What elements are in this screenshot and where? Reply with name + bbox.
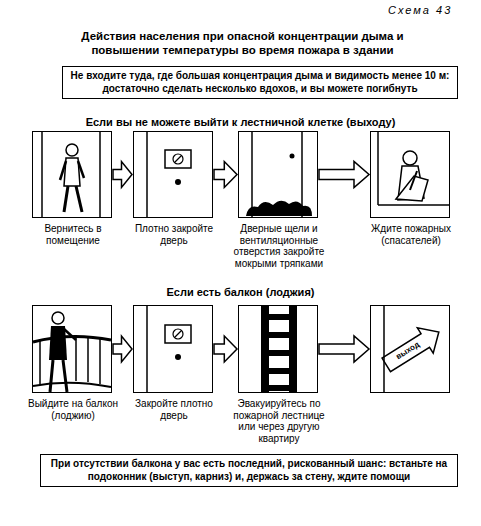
exit-sign-text: выход bbox=[395, 341, 421, 361]
ladder-rung bbox=[261, 332, 297, 338]
door-edge bbox=[383, 306, 385, 392]
door-frame bbox=[99, 131, 101, 217]
scheme-number: Схема 43 bbox=[388, 4, 452, 16]
person-head bbox=[66, 144, 78, 156]
last-chance-box: При отсутствии балкона у вас есть послед… bbox=[40, 454, 458, 487]
ladder-rail bbox=[261, 306, 269, 392]
person-body bbox=[398, 166, 424, 200]
person-on-balcony bbox=[33, 312, 111, 392]
door-frame bbox=[251, 131, 253, 217]
ladder-rung bbox=[261, 368, 297, 374]
exit-panel: выход bbox=[370, 305, 450, 393]
step-caption: Дверные щели и вентиляционные отверстия … bbox=[227, 223, 331, 269]
door-knob bbox=[175, 179, 181, 185]
person-arm bbox=[60, 161, 66, 180]
step-panel: Закройте плотно дверь bbox=[133, 305, 213, 393]
door-edge bbox=[146, 306, 148, 392]
door-frame bbox=[301, 131, 303, 217]
section-heading: Если вы не можете выйти к лестничной кле… bbox=[20, 116, 461, 128]
person-returning bbox=[42, 131, 100, 217]
ladder-rung bbox=[261, 350, 297, 356]
exit-arrow-outline bbox=[378, 319, 446, 377]
door-frame bbox=[41, 131, 43, 217]
step-panel: Вернитесь в помещение bbox=[32, 131, 112, 218]
balcony-rail bbox=[33, 383, 111, 387]
step-caption: Эвакуируйтесь по пожарной лестнице или ч… bbox=[227, 398, 331, 444]
person-waiting bbox=[378, 131, 449, 205]
step-panel: Выйдите на балкон (лоджию) bbox=[32, 305, 112, 393]
step-panel: Эвакуируйтесь по пожарной лестнице или ч… bbox=[238, 305, 318, 393]
step-panel: Ждите пожарных (спасателей) bbox=[370, 131, 450, 218]
person-head bbox=[52, 312, 64, 324]
exit-arrow bbox=[378, 319, 446, 377]
floor-line bbox=[378, 204, 449, 206]
person-leg bbox=[76, 186, 82, 212]
flow-arrow bbox=[113, 336, 132, 362]
lock-cylinder bbox=[173, 154, 183, 164]
person-head bbox=[403, 151, 417, 165]
person-body bbox=[49, 326, 67, 360]
fire-ladder bbox=[261, 306, 297, 392]
ladder-rung bbox=[261, 385, 297, 391]
baluster bbox=[39, 340, 41, 384]
ladder-rail bbox=[289, 306, 297, 392]
step-panel: Дверные щели и вентиляционные отверстия … bbox=[238, 131, 318, 218]
door-knob bbox=[290, 154, 295, 159]
person-arm bbox=[64, 329, 76, 340]
step-caption: Выйдите на балкон (лоджию) bbox=[21, 398, 125, 421]
door-edge bbox=[146, 131, 148, 217]
step-caption: Закройте плотно дверь bbox=[122, 398, 226, 421]
lock-plate bbox=[165, 325, 191, 343]
closed-door bbox=[147, 131, 191, 217]
closed-door bbox=[147, 306, 191, 392]
wet-rags bbox=[246, 201, 312, 216]
flow-arrow bbox=[214, 336, 237, 362]
box-text: Не входите туда, где большая концентраци… bbox=[69, 70, 451, 95]
person-body bbox=[64, 158, 80, 186]
step-caption: Плотно закройте дверь bbox=[122, 223, 226, 246]
person-leg bbox=[64, 186, 68, 212]
flow-arrow bbox=[214, 162, 237, 188]
step-caption: Вернитесь в помещение bbox=[21, 223, 125, 246]
lock-slot bbox=[175, 331, 181, 337]
exit-sign bbox=[378, 306, 446, 392]
box-text: При отсутствии балкона у вас есть послед… bbox=[47, 458, 451, 483]
flow-arrow bbox=[113, 162, 132, 188]
lock-plate bbox=[165, 150, 191, 168]
baluster bbox=[75, 336, 77, 381]
person-leg bbox=[63, 360, 67, 392]
ladder-rung bbox=[261, 314, 297, 320]
wall-corner bbox=[377, 131, 379, 205]
balcony-rail bbox=[33, 336, 111, 342]
baluster bbox=[87, 336, 89, 382]
person-arm bbox=[78, 161, 84, 178]
person-arm bbox=[410, 171, 417, 190]
step-panel: Плотно закройте дверь bbox=[133, 131, 213, 218]
person-leg bbox=[50, 360, 53, 392]
lock-cylinder bbox=[173, 329, 183, 339]
section-heading: Если есть балкон (лоджия) bbox=[20, 286, 461, 298]
lock-slot bbox=[175, 156, 181, 162]
flow-arrow bbox=[319, 336, 369, 362]
baluster bbox=[99, 338, 101, 384]
person-knees bbox=[396, 176, 428, 201]
diagram-title: Действия населения при опасной концентра… bbox=[70, 30, 415, 58]
sealed-door bbox=[246, 131, 312, 217]
flow-arrow bbox=[319, 162, 369, 188]
door-knob bbox=[175, 354, 181, 360]
warning-box: Не входите туда, где большая концентраци… bbox=[62, 66, 458, 99]
step-caption: Ждите пожарных (спасателей) bbox=[359, 223, 463, 246]
